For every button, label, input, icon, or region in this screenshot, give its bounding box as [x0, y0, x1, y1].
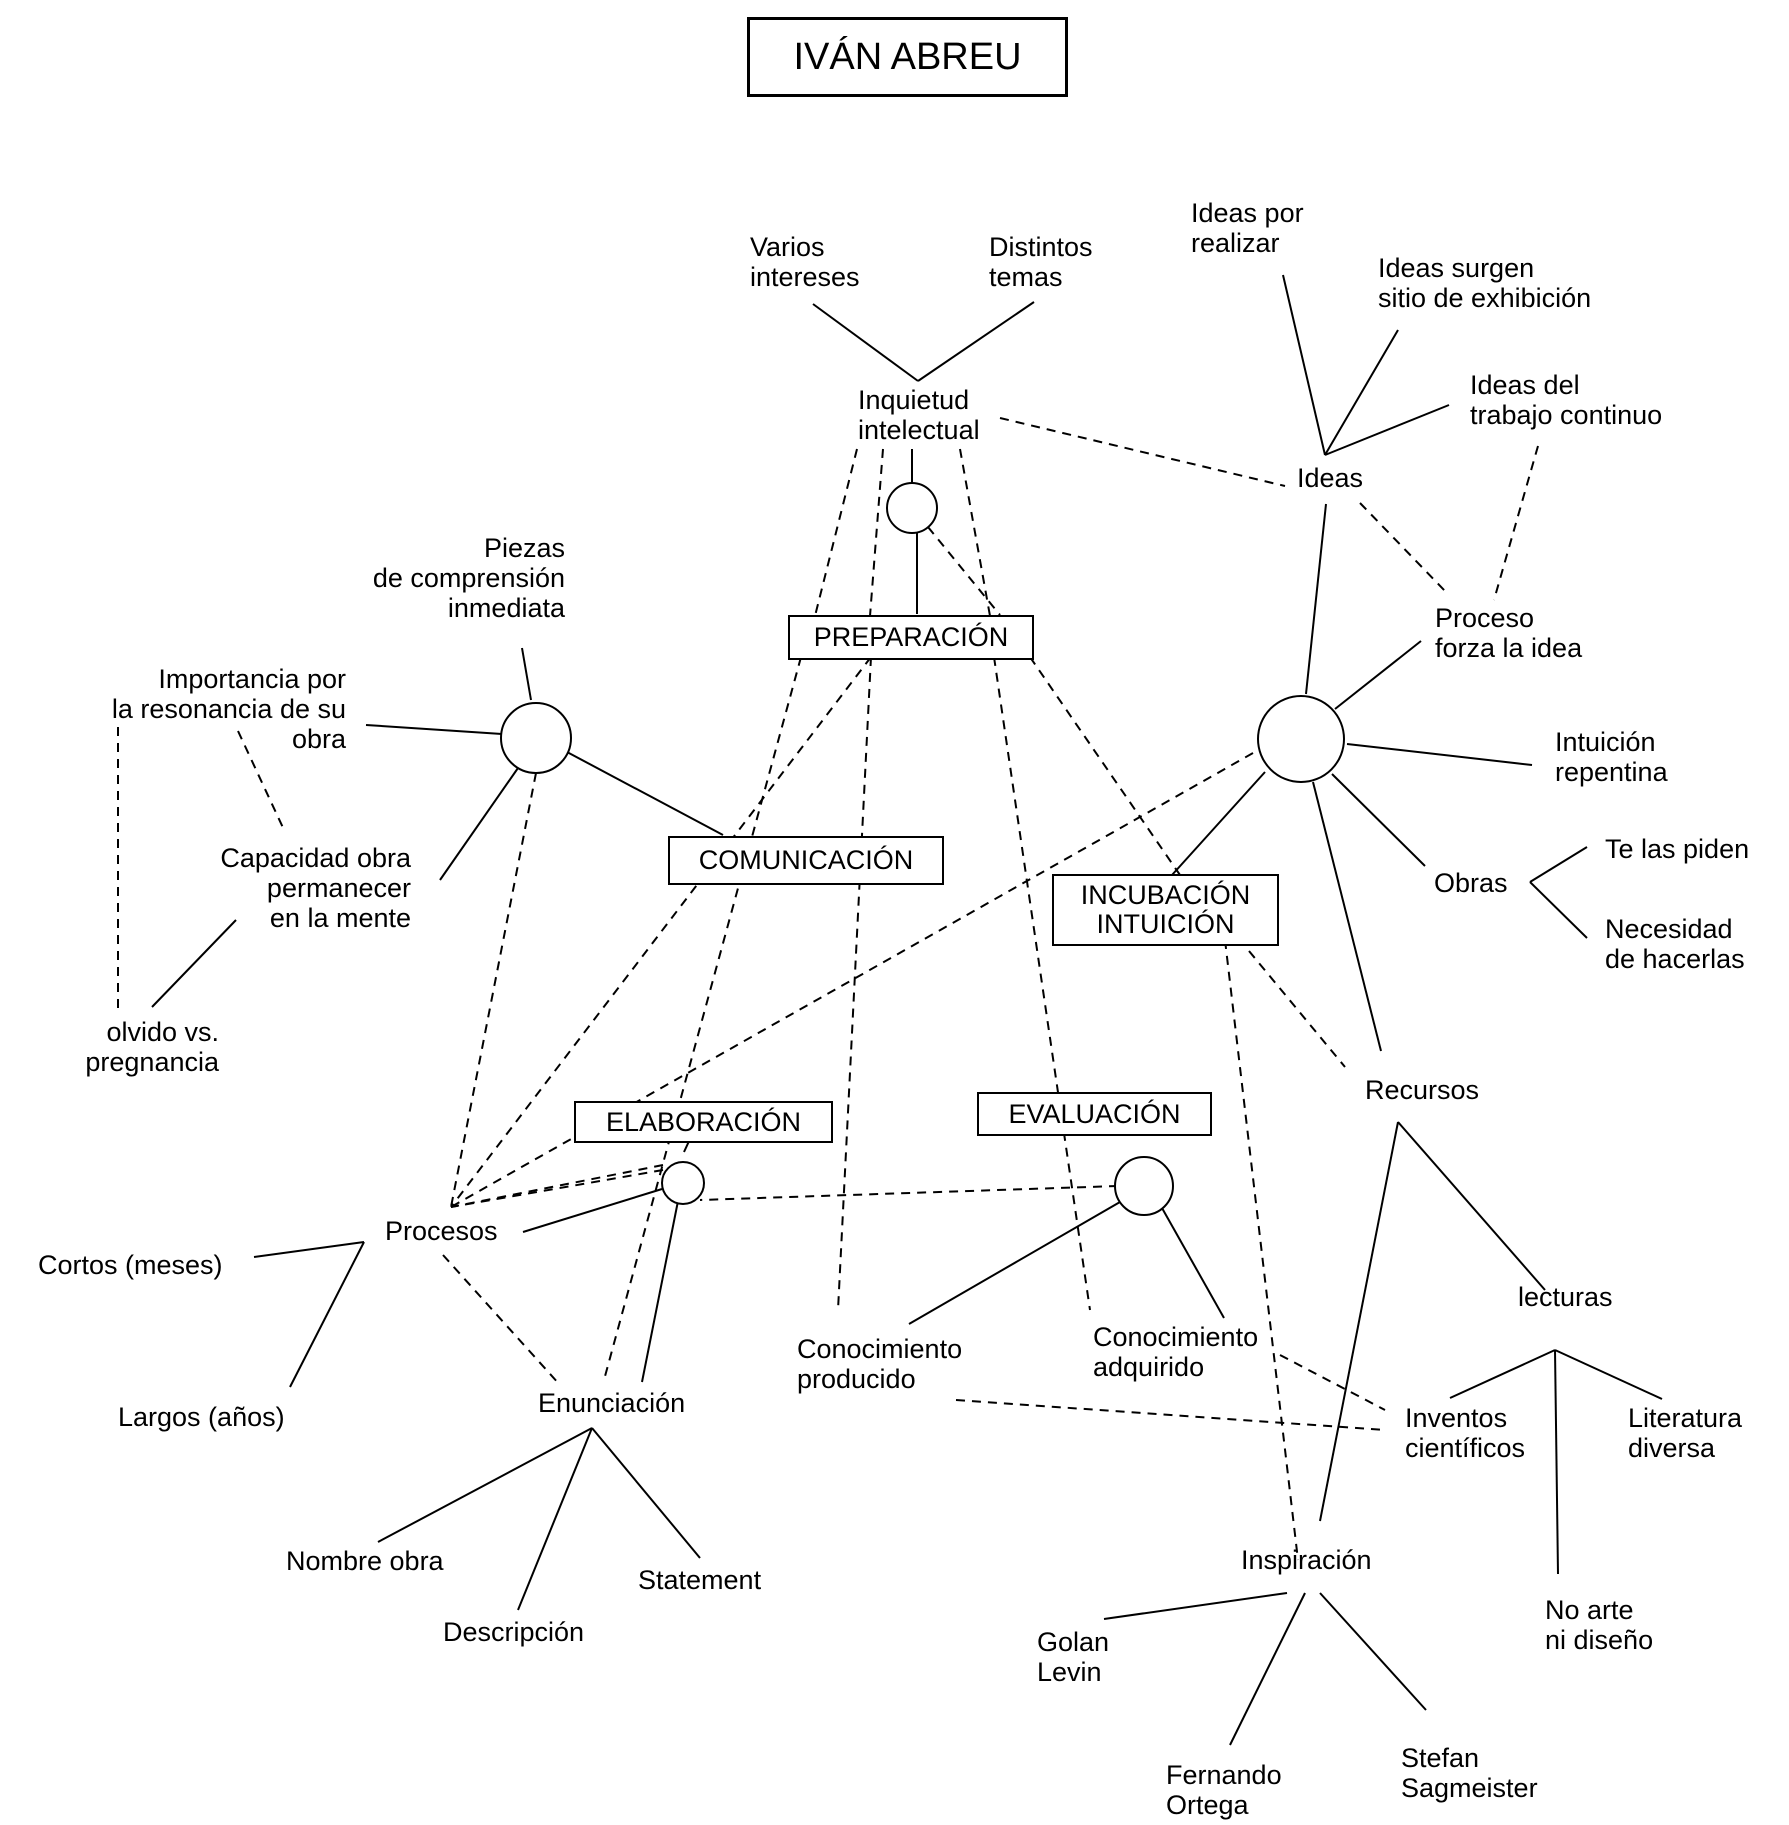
node-literatura-diversa: Literatura diversa — [1628, 1403, 1743, 1463]
node-proceso-forza-idea: Proceso forza la idea — [1435, 603, 1583, 663]
node-golan-levin: Golan Levin — [1037, 1627, 1110, 1687]
node-fernando-ortega: Fernando Ortega — [1166, 1760, 1282, 1820]
node-importancia-resonancia: Importancia por la resonancia de su obra — [111, 664, 346, 754]
hub-circle-evaluacion — [1114, 1156, 1174, 1216]
node-obras: Obras — [1434, 868, 1508, 898]
node-te-las-piden: Te las piden — [1605, 834, 1750, 864]
node-olvido-vs-pregnancia: olvido vs. pregnancia — [85, 1017, 219, 1077]
node-nombre-obra: Nombre obra — [286, 1546, 444, 1576]
node-inspiracion: Inspiración — [1241, 1545, 1372, 1575]
stage-evaluacion: EVALUACIÓN — [977, 1092, 1212, 1136]
node-conocimiento-producido: Conocimiento producido — [797, 1334, 963, 1394]
hub-circle-elaboracion — [661, 1161, 705, 1205]
node-statement: Statement — [638, 1565, 762, 1595]
node-necesidad-de-hacerlas: Necesidad de hacerlas — [1605, 914, 1745, 974]
node-largos-anos: Largos (años) — [118, 1402, 285, 1432]
node-cortos-meses: Cortos (meses) — [38, 1250, 223, 1280]
node-inquietud-intelectual: Inquietud intelectual — [858, 385, 980, 445]
node-piezas-comprension: Piezas de comprensión inmediata — [372, 533, 565, 623]
node-ideas-del-trabajo: Ideas del trabajo continuo — [1470, 370, 1663, 430]
node-ideas-surgen: Ideas surgen sitio de exhibición — [1378, 253, 1592, 313]
dashed-connectors — [117, 417, 1539, 1561]
node-descripcion: Descripción — [443, 1617, 585, 1647]
node-varios-intereses: Varios intereses — [750, 232, 860, 292]
stage-comunicacion: COMUNICACIÓN — [668, 836, 944, 885]
hub-circles — [500, 482, 1345, 1216]
stage-preparacion: PREPARACIÓN — [788, 615, 1034, 660]
node-enunciacion: Enunciación — [538, 1388, 686, 1418]
stage-incubacion-intuicion: INCUBACIÓN INTUICIÓN — [1052, 874, 1279, 946]
node-stefan-sagmeister: Stefan Sagmeister — [1401, 1743, 1538, 1803]
node-procesos: Procesos — [385, 1216, 498, 1246]
hub-circle-comunicacion — [500, 702, 572, 774]
node-lecturas: lecturas — [1518, 1282, 1613, 1312]
solid-connectors — [151, 274, 1663, 1746]
node-inventos-cientificos: Inventos científicos — [1405, 1403, 1526, 1463]
node-ideas: Ideas — [1297, 463, 1364, 493]
node-conocimiento-adquirido: Conocimiento adquirido — [1093, 1322, 1259, 1382]
node-distintos-temas: Distintos temas — [989, 232, 1093, 292]
node-capacidad-obra: Capacidad obra permanecer en la mente — [220, 843, 411, 933]
hub-circle-preparacion — [886, 482, 938, 534]
node-recursos: Recursos — [1365, 1075, 1480, 1105]
node-no-arte-ni-diseno: No arte ni diseño — [1545, 1595, 1654, 1655]
stage-elaboracion: ELABORACIÓN — [574, 1101, 833, 1143]
hub-circle-incubacion — [1257, 695, 1345, 783]
node-ideas-por-realizar: Ideas por realizar — [1191, 198, 1304, 258]
diagram-title: IVÁN ABREU — [747, 17, 1068, 97]
node-intuicion-repentina: Intuición repentina — [1555, 727, 1668, 787]
